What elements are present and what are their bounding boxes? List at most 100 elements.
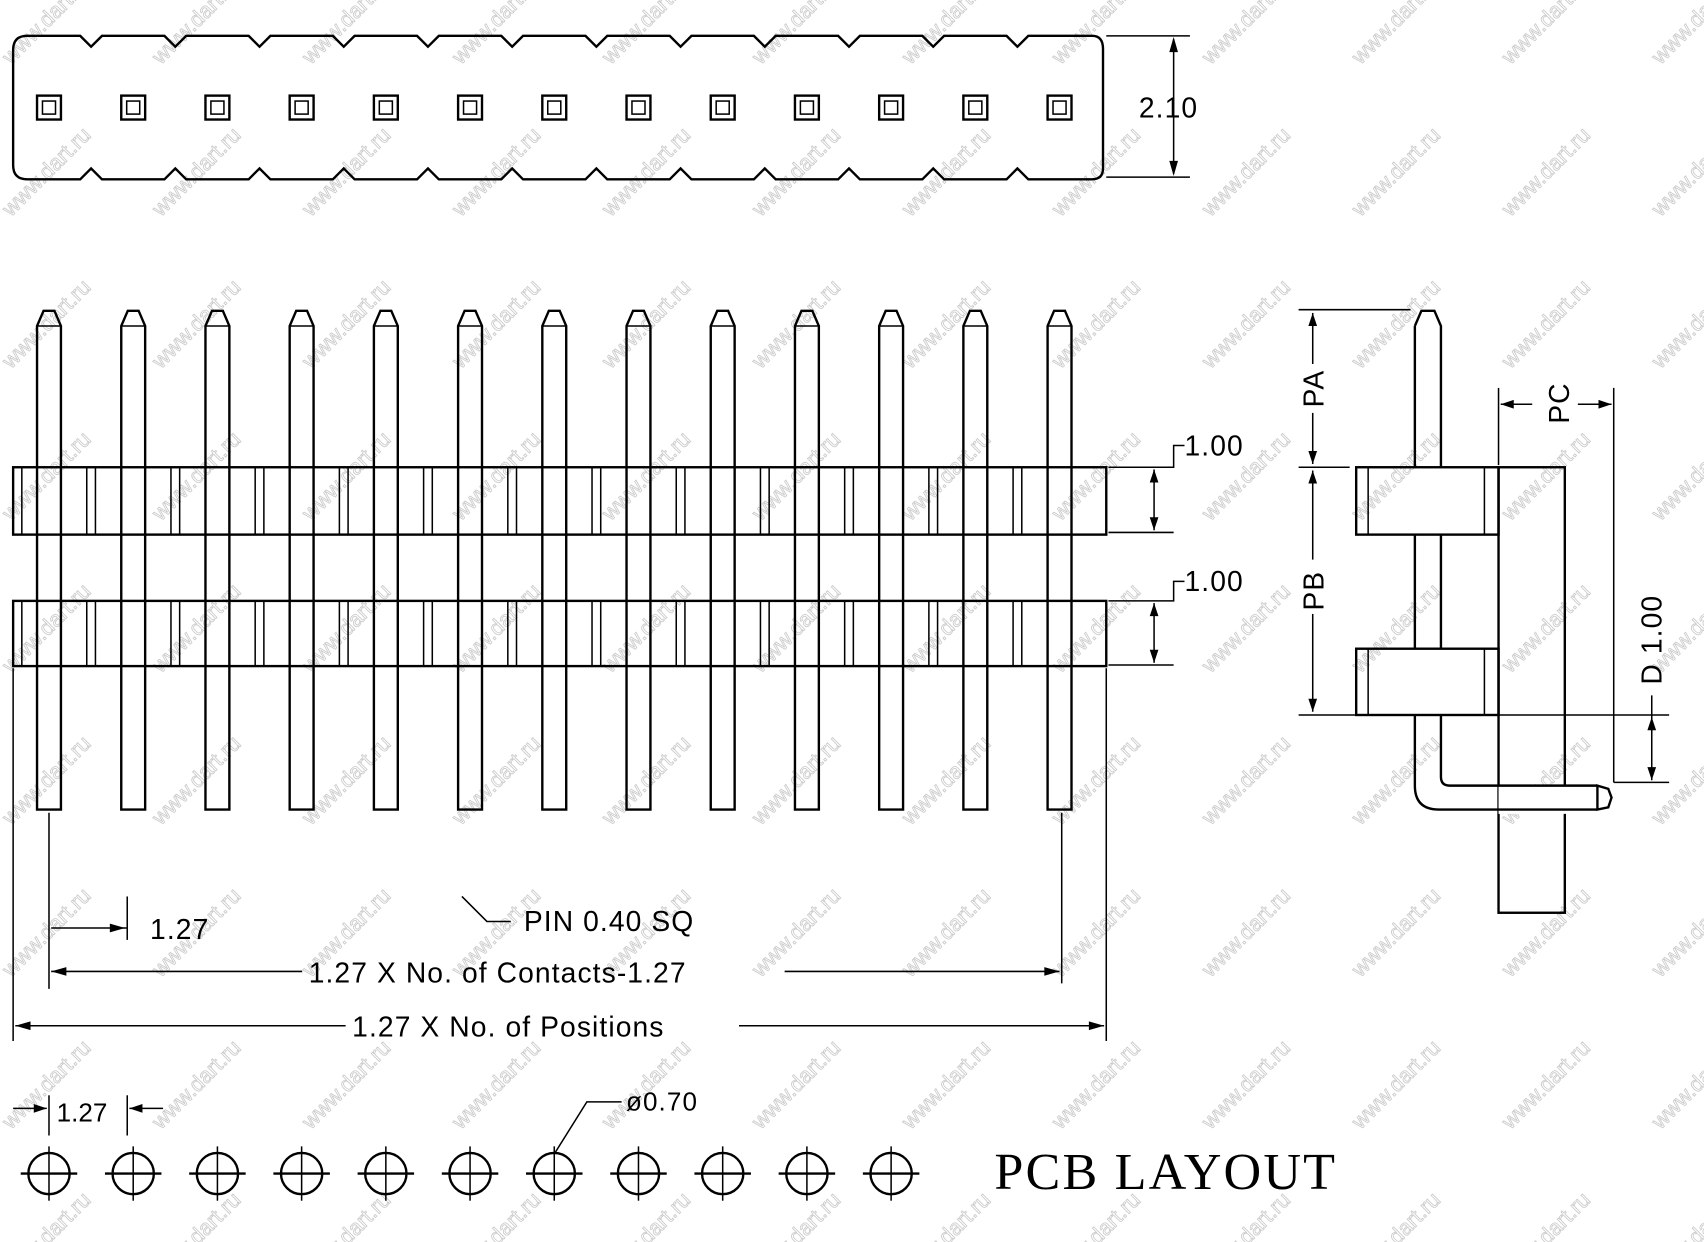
watermark-text: www.dart.ru [146, 731, 245, 830]
arrow-icon [1500, 399, 1612, 409]
pin-square-inner [125, 100, 141, 115]
pin-square [204, 94, 231, 121]
watermark-text: www.dart.ru [1646, 274, 1704, 373]
watermark-text: www.dart.ru [1196, 122, 1295, 221]
housing-dim-upper: 1.00 [1185, 429, 1244, 461]
d-dim-label: D 1.00 [1636, 595, 1668, 685]
watermark-text: www.dart.ru [896, 731, 995, 830]
watermark-text: www.dart.ru [1346, 731, 1445, 830]
height-dim-label: 2.10 [1139, 91, 1198, 123]
pin-square [288, 94, 315, 121]
watermark-text: www.dart.ru [296, 426, 395, 525]
watermark-text: www.dart.ru [1646, 426, 1704, 525]
pin-square-inner [546, 100, 562, 115]
watermark-text: www.dart.ru [596, 426, 695, 525]
watermark-text: www.dart.ru [296, 274, 395, 373]
watermark-text: www.dart.ru [1496, 883, 1595, 982]
pin [1046, 309, 1073, 811]
arrow-icon [1149, 469, 1159, 531]
watermark-text: www.dart.ru [1646, 731, 1704, 830]
watermark-text: www.dart.ru [896, 122, 995, 221]
watermark-text: www.dart.ru [296, 1035, 395, 1134]
watermark-text: www.dart.ru [1346, 426, 1445, 525]
watermark-text: www.dart.ru [1046, 578, 1145, 677]
watermark-text: www.dart.ru [1496, 578, 1595, 677]
watermark-text: www.dart.ru [1496, 122, 1595, 221]
pin [35, 309, 63, 811]
watermark-text: www.dart.ru [596, 1035, 695, 1134]
pcb-section-hatched [1497, 466, 1567, 914]
pin [793, 309, 821, 811]
pin-square-inner [378, 100, 394, 115]
pa-label: PA [1298, 370, 1330, 408]
watermark-text: www.dart.ru [596, 578, 695, 677]
watermark-text: www.dart.ru [1196, 1035, 1295, 1134]
watermark-text: www.dart.ru [0, 578, 96, 677]
watermark-text: www.dart.ru [1496, 1187, 1595, 1242]
watermark-text: www.dart.ru [596, 1187, 695, 1242]
watermark-text: www.dart.ru [896, 1035, 995, 1134]
pcb-layout: 1.27 ø0.70 PCB LAYOUT [13, 1087, 1337, 1201]
housing-band [11, 466, 1108, 536]
pin [456, 309, 484, 811]
watermark-text: www.dart.ru [596, 122, 695, 221]
pb-label: PB [1298, 571, 1330, 611]
arrow-icon [1149, 603, 1159, 663]
watermark-text: www.dart.ru [446, 578, 545, 677]
watermark-text: www.dart.ru [1196, 883, 1295, 982]
pin-square-inner [715, 100, 730, 115]
pin-square [120, 94, 147, 121]
hole-dim-label: ø0.70 [626, 1087, 698, 1117]
watermark-text: www.dart.ru [1646, 0, 1704, 69]
watermark-text: www.dart.ru [446, 731, 545, 830]
pcb-layout-title: PCB LAYOUT [994, 1144, 1337, 1201]
watermark-text: www.dart.ru [0, 274, 96, 373]
watermark-text: www.dart.ru [1046, 426, 1145, 525]
pin-square-inner [462, 100, 478, 115]
watermark-text: www.dart.ru [596, 731, 695, 830]
housing-band [11, 599, 1108, 668]
watermark-text: www.dart.ru [1496, 274, 1595, 373]
watermark-text: www.dart.ru [1346, 0, 1445, 69]
arrow-icon [109, 923, 126, 933]
watermark-text: www.dart.ru [896, 274, 995, 373]
arrow-icon [1647, 717, 1657, 781]
watermark-text: www.dart.ru [1046, 274, 1145, 373]
front-view: 1.00 1.00 1.27 PIN 0.40 SQ 1.27 X No. of… [11, 309, 1244, 1043]
pc-label: PC [1543, 382, 1575, 423]
pin-note-label: PIN 0.40 SQ [524, 905, 695, 937]
housing-bands [11, 466, 1108, 668]
watermark-text: www.dart.ru [1046, 122, 1145, 221]
pins [35, 309, 1073, 811]
watermark-text: www.dart.ru [296, 731, 395, 830]
pin [709, 309, 736, 811]
watermark-text: www.dart.ru [0, 883, 96, 982]
watermark-text: www.dart.ru [296, 1187, 395, 1242]
contacts-dim-label: 1.27 X No. of Contacts-1.27 [309, 956, 687, 988]
pin-square-inner [883, 100, 899, 115]
watermark-text: www.dart.ru [1196, 274, 1295, 373]
watermark-text: www.dart.ru [446, 122, 545, 221]
watermark-text: www.dart.ru [446, 274, 545, 373]
watermark-text: www.dart.ru [0, 426, 96, 525]
pin [877, 309, 905, 811]
pin [288, 309, 315, 811]
pin-square-inner [294, 100, 309, 115]
pin-square-inner [41, 100, 57, 115]
watermark-text: www.dart.ru [146, 1035, 245, 1134]
watermark-text: www.dart.ru [1496, 1035, 1595, 1134]
pin-square [1046, 94, 1073, 121]
watermark-text: www.dart.ru [1646, 1187, 1704, 1242]
side-pin-top [1413, 309, 1443, 468]
pin [625, 309, 652, 811]
watermark-text: www.dart.ru [1346, 578, 1445, 677]
side-pin-bent [1413, 714, 1613, 811]
side-view: PA PB PC D 1.00 [1298, 308, 1670, 914]
watermark-text: www.dart.ru [1196, 0, 1295, 69]
watermark-text: www.dart.ru [1496, 0, 1595, 69]
pin-square-inner [631, 100, 646, 115]
watermark-text: www.dart.ru [1346, 274, 1445, 373]
watermark-text: www.dart.ru [896, 426, 995, 525]
